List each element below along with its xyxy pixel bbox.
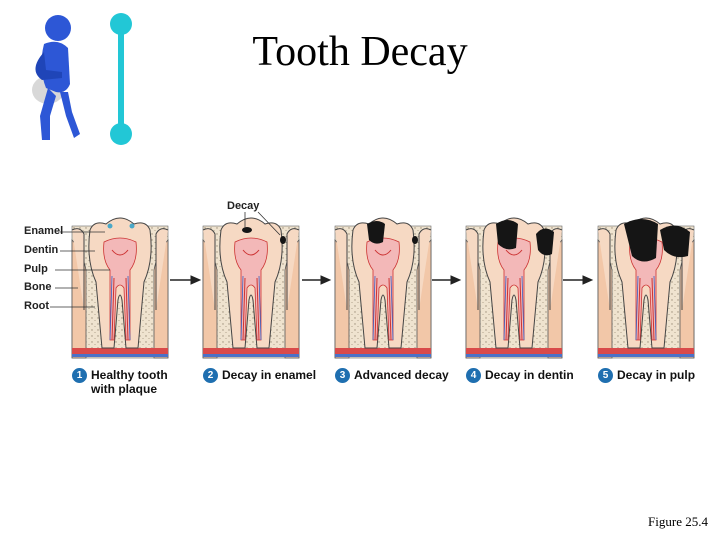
- nerve: [505, 249, 523, 341]
- adjacent-tooth: [597, 228, 611, 310]
- adjacent-tooth: [465, 228, 479, 310]
- vessel-band: [598, 348, 694, 354]
- nerve: [635, 275, 657, 341]
- decay-spot: [496, 220, 518, 250]
- adjacent-tooth: [155, 228, 169, 310]
- pulp-label: Pulp: [24, 263, 48, 275]
- nerve: [109, 275, 131, 341]
- stage-number: 4: [466, 368, 481, 383]
- vessel-band: [466, 354, 562, 357]
- decay-spot: [660, 225, 690, 258]
- figure-label: Figure 25.4: [648, 514, 708, 529]
- accent-bar-icon: [110, 13, 132, 145]
- bone-label: Bone: [24, 281, 52, 293]
- dentin-label: Dentin: [24, 244, 59, 256]
- adjacent-tooth: [418, 228, 432, 310]
- nerve: [372, 275, 394, 341]
- decay-spot: [412, 236, 418, 244]
- decay-label: Decay: [227, 200, 260, 212]
- adjacent-tooth: [202, 228, 216, 310]
- pulp: [234, 237, 268, 341]
- plaque-spot: [129, 223, 135, 229]
- pulp: [497, 237, 531, 341]
- decay-spot: [367, 221, 385, 244]
- nerve: [242, 249, 260, 341]
- nerve: [240, 275, 262, 341]
- vessel-band: [72, 354, 168, 357]
- vessel-band: [72, 348, 168, 354]
- decay-spot: [242, 227, 252, 233]
- adjacent-tooth: [71, 228, 85, 310]
- nerve: [503, 275, 525, 341]
- stage-2-caption: 2 Decay in enamel: [203, 368, 323, 396]
- stage-number: 3: [335, 368, 350, 383]
- stage-caption-line: Decay in enamel: [222, 368, 317, 382]
- stage-caption-line: Advanced decay: [354, 368, 449, 382]
- nerve: [111, 249, 129, 341]
- plaque-spot: [107, 223, 113, 229]
- tooth-stages-illustration: [50, 211, 695, 359]
- enamel-label: Enamel: [24, 225, 64, 237]
- vessel-band: [598, 354, 694, 357]
- tooth-stage-4: [465, 217, 563, 359]
- decay-spot: [624, 219, 658, 262]
- stage-4-caption: 4 Decay in dentin: [466, 368, 586, 396]
- stage-number: 5: [598, 368, 613, 383]
- slide-title: Tooth Decay: [252, 29, 468, 75]
- tooth-stage-2: [202, 217, 300, 359]
- vessel-band: [335, 354, 431, 357]
- stage-5-caption: 5 Decay in pulp: [598, 368, 713, 396]
- stage-caption-line: Decay in dentin: [485, 368, 574, 382]
- stage-number: 2: [203, 368, 218, 383]
- tooth-stage-1: [71, 217, 169, 359]
- stage-caption-line: with plaque: [91, 382, 157, 396]
- nerve: [374, 249, 392, 341]
- adjacent-tooth: [334, 228, 348, 310]
- root-label: Root: [24, 300, 50, 312]
- vessel-band: [203, 348, 299, 354]
- vessel-band: [335, 348, 431, 354]
- stage-caption-line: Healthy tooth: [91, 368, 168, 382]
- stage-caption-line: Decay in pulp: [617, 368, 696, 382]
- tooth-stage-3: [334, 217, 432, 359]
- vessel-band: [466, 348, 562, 354]
- person-stomachache-icon: [32, 15, 80, 140]
- stage-number: 1: [72, 368, 87, 383]
- tooth-decay-diagram: Enamel Dentin Pulp Bone Root Decay 1 Hea…: [0, 190, 720, 420]
- stage-3-caption: 3 Advanced decay: [335, 368, 455, 396]
- pulp: [366, 237, 400, 341]
- vessel-band: [203, 354, 299, 357]
- adjacent-tooth: [286, 228, 300, 310]
- decay-spot: [536, 228, 554, 256]
- pulp: [103, 237, 137, 341]
- tooth-stage-5: [597, 217, 695, 359]
- decay-spot: [280, 236, 286, 244]
